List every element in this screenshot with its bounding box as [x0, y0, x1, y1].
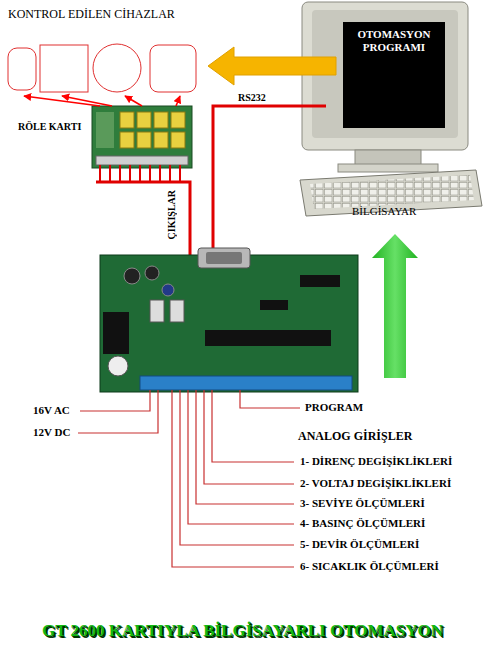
computer-illustration: [300, 2, 482, 216]
annotation-label: 12V DC: [33, 426, 70, 438]
connector-arrow: [125, 96, 142, 106]
annotation-label: ANALOG GİRİŞLER: [298, 429, 412, 444]
rs232-wire: [213, 106, 326, 258]
connector-arrow: [24, 96, 100, 106]
annotation-label: 5- DEVİR ÖLÇÜMLERİ: [300, 538, 419, 550]
device-shape: [150, 45, 196, 92]
data-flow-arrow: [372, 234, 418, 378]
device-shape: [8, 48, 36, 90]
input-wires: [78, 390, 300, 567]
annotation-label: 2- VOLTAJ DEGİŞİKLİKLERİ: [300, 477, 451, 489]
device-shape: [40, 45, 88, 92]
relay-card-illustration: [92, 106, 192, 168]
connector-arrow: [208, 47, 336, 85]
annotation-label: 16V AC: [33, 404, 70, 416]
annotation-label: 1- DİRENÇ DEGİŞİKLİKLERİ: [300, 455, 452, 467]
annotation-label: PROGRAM: [305, 401, 363, 413]
node-text: BİLGİSAYAR: [352, 205, 416, 217]
connector-arrow: [176, 96, 180, 106]
diagram-title: GT 2600 KARTIYLA BİLGİSAYARLI OTOMASYON: [0, 621, 485, 641]
node-text: OTOMASYON PROGRAMI: [343, 28, 445, 54]
annotation-label: 4- BASINÇ ÖLÇÜMLERİ: [300, 517, 425, 529]
output-wires: [96, 165, 190, 258]
annotation-label: 6- SICAKLIK ÖLÇÜMLERİ: [300, 560, 439, 572]
node-box: OTOMASYON PROGRAMI BİLGİSAYAR: [336, 2, 482, 227]
annotation-label: RS232: [238, 92, 266, 103]
node-text: KONTROL EDİLEN CİHAZLAR: [8, 7, 175, 22]
node-box: RÖLE KARTI: [15, 106, 195, 170]
gt2600-board: [100, 248, 358, 392]
device-shape: [93, 44, 141, 92]
node-box: KONTROL EDİLEN CİHAZLAR: [4, 4, 202, 96]
connector-arrow: [62, 96, 112, 106]
annotation-label: ÇIKIŞLAR: [166, 190, 177, 239]
node-text: RÖLE KARTI: [18, 121, 81, 132]
annotation-label: 3- SEVİYE ÖLÇÜMLERİ: [300, 497, 425, 509]
